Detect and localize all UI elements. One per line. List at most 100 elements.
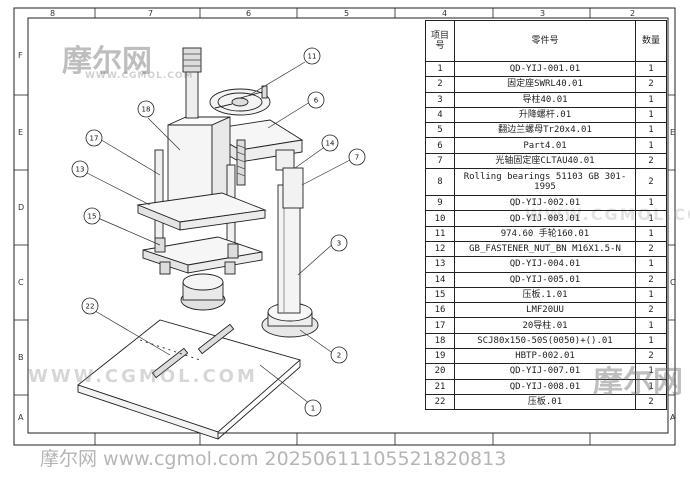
bom-cell-item-no: 1	[425, 60, 455, 78]
bom-cell-item-no: 9	[425, 195, 455, 212]
balloon-2-label: 2	[337, 352, 341, 360]
bom-cell-qty: 2	[635, 168, 667, 197]
bom-cell-part-no: GB_FASTENER_NUT_BN M16X1.5-N	[454, 240, 636, 258]
balloon-3-label: 3	[337, 240, 341, 248]
bom-cell-qty: 1	[635, 378, 667, 395]
balloon-1-label: 1	[311, 405, 315, 413]
bom-cell-part-no: QD-YIJ-003.01	[454, 210, 636, 227]
balloon-7-label: 7	[355, 154, 359, 162]
ruler-top-7: 7	[148, 9, 153, 18]
ruler-side-F: F	[18, 51, 23, 60]
watermark-url-large: WWW.CGMOL.COM	[28, 366, 258, 387]
bom-cell-qty: 1	[635, 91, 667, 108]
bom-cell-item-no: 16	[425, 302, 455, 319]
bom-cell-item-no: 22	[425, 393, 455, 411]
bom-cell-item-no: 17	[425, 317, 455, 334]
bom-cell-item-no: 21	[425, 378, 455, 395]
ruler-top-3: 3	[540, 9, 545, 18]
top-ruler	[14, 8, 675, 445]
bom-cell-qty: 1	[635, 256, 667, 273]
bom-cell-part-no: 压板.1.01	[454, 286, 636, 304]
lead-screw	[236, 139, 246, 186]
bom-cell-part-no: 翻边兰螺母Tr20x4.01	[454, 122, 636, 139]
inner-border	[27, 17, 669, 434]
balloon-11: 11	[303, 47, 321, 65]
balloon-14-label: 14	[326, 140, 335, 148]
balloon-13-label: 13	[76, 166, 85, 174]
balloon-17-label: 17	[90, 135, 99, 143]
ruler-top-6: 6	[246, 9, 251, 18]
bom-cell-item-no: 14	[425, 271, 455, 288]
ruler-top-4: 4	[442, 9, 447, 18]
bom-cell-part-no: 974.60 手轮160.01	[454, 225, 636, 242]
bom-cell-qty: 1	[635, 332, 667, 350]
balloon-18-label: 18	[142, 106, 151, 114]
bom-cell-qty: 1	[635, 210, 667, 227]
balloon-22-label: 22	[86, 303, 95, 311]
nut-4	[224, 261, 236, 275]
bom-header-row: 项目号 零件号 数量	[425, 20, 667, 62]
ruler-side-C-right: C	[670, 278, 676, 287]
bom-cell-item-no: 12	[425, 240, 455, 258]
bom-cell-item-no: 8	[425, 168, 455, 197]
bom-cell-qty: 1	[635, 137, 667, 154]
bom-cell-item-no: 6	[425, 137, 455, 154]
bom-cell-qty: 2	[635, 271, 667, 288]
bom-cell-qty: 1	[635, 122, 667, 139]
bom-cell-item-no: 5	[425, 122, 455, 139]
watermark-logo-bottom: 摩尔网	[593, 365, 683, 400]
ruler-side-A: A	[18, 413, 24, 422]
base-slot-2	[197, 323, 235, 355]
bom-cell-qty: 2	[635, 76, 667, 93]
bom-cell-item-no: 11	[425, 225, 455, 242]
balloon-1: 1	[304, 399, 322, 417]
ruler-side-E-right: E	[670, 128, 675, 137]
bom-cell-item-no: 15	[425, 286, 455, 304]
bom-cell-qty: 1	[635, 195, 667, 212]
balloon-15: 15	[83, 207, 101, 225]
balloon-6: 6	[307, 91, 325, 109]
balloon-11-label: 11	[308, 53, 317, 61]
bom-cell-item-no: 2	[425, 76, 455, 93]
bom-cell-part-no: QD-YIJ-002.01	[454, 195, 636, 212]
footer-watermark: 摩尔网 www.cgmol.com 20250611105521820813	[40, 448, 507, 470]
bom-cell-part-no: QD-YIJ-004.01	[454, 256, 636, 273]
ruler-side-C: C	[18, 278, 24, 287]
balloon-2: 2	[330, 346, 348, 364]
shaft-holder	[282, 167, 304, 209]
ruler-top-8: 8	[50, 9, 55, 18]
bom-cell-part-no: LMF20UU	[454, 302, 636, 319]
balloon-13: 13	[71, 160, 89, 178]
bom-cell-qty: 1	[635, 106, 667, 124]
ruler-side-E: E	[18, 128, 23, 137]
ruler-labels: 8 7 6 5 4 3 2 F E D C B A E C A	[18, 9, 676, 422]
bom-header-item-no: 项目号	[425, 20, 455, 62]
bom-cell-part-no: 导柱40.01	[454, 91, 636, 108]
ruler-side-D: D	[18, 203, 24, 212]
bom-cell-item-no: 13	[425, 256, 455, 273]
bom-cell-part-no: QD-YIJ-001.01	[454, 60, 636, 78]
bom-cell-part-no: QD-YIJ-005.01	[454, 271, 636, 288]
bom-cell-part-no: 固定座SWRL40.01	[454, 76, 636, 93]
balloon-3: 3	[330, 234, 348, 252]
ruler-top-2: 2	[630, 9, 635, 18]
